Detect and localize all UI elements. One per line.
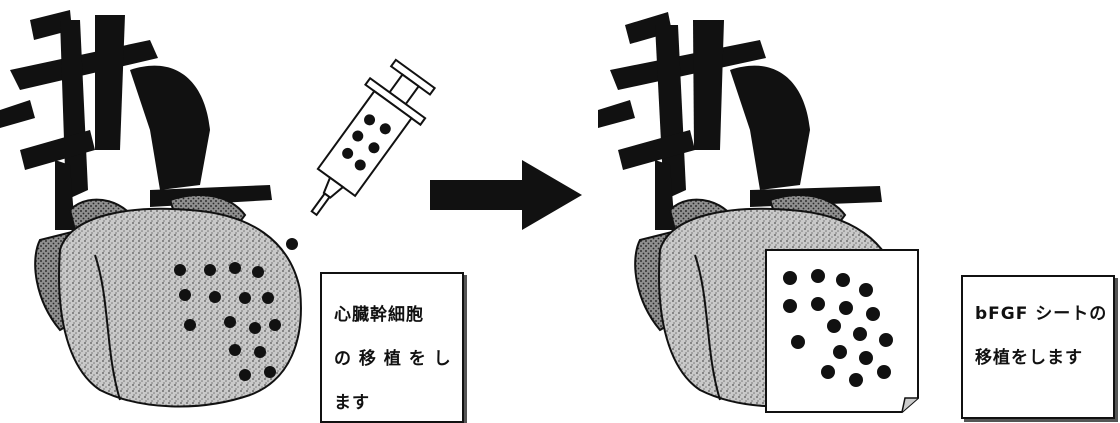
caption-left-line-2: の 移 植 を し: [334, 349, 452, 369]
syringe-icon: [310, 58, 437, 217]
caption-left-line-3: ます: [334, 393, 370, 413]
droplet: [286, 238, 298, 250]
bfgf-sheet-icon: [765, 249, 919, 413]
left-heart-icon: [0, 10, 302, 408]
caption-left-line-1: 心臓幹細胞: [334, 305, 424, 325]
arrow-right-icon: [430, 160, 582, 230]
caption-box-right: bFGF シートの 移植をします: [961, 275, 1115, 419]
caption-right-line-1: bFGF シートの: [975, 304, 1108, 324]
caption-box-left: 心臓幹細胞 の 移 植 を し ます: [320, 272, 464, 423]
caption-right-line-2: 移植をします: [975, 348, 1083, 368]
